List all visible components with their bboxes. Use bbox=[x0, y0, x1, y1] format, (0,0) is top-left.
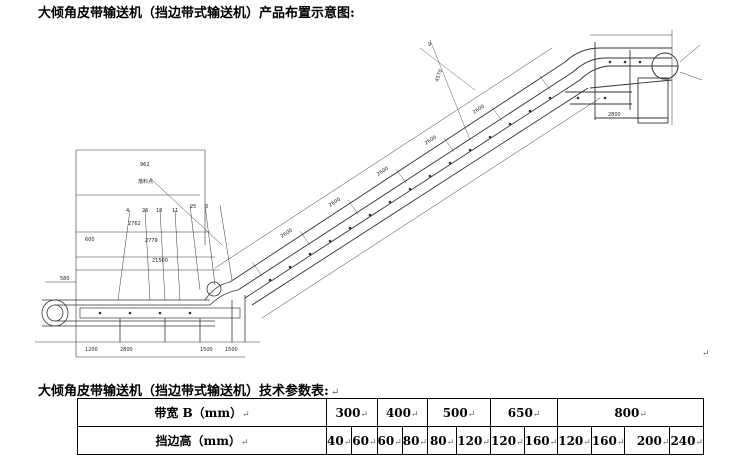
table-cell: 800↵ bbox=[557, 398, 705, 427]
svg-text:26: 26 bbox=[142, 208, 148, 214]
svg-text:1200: 1200 bbox=[85, 347, 98, 353]
table-cell: 240↵ bbox=[669, 426, 705, 455]
table-cell: 60↵ bbox=[376, 426, 403, 455]
row-label: 带宽 B（mm）↵ bbox=[77, 398, 327, 427]
lower-bend bbox=[204, 281, 239, 306]
svg-text:4570: 4570 bbox=[434, 69, 444, 83]
svg-text:↵: ↵ bbox=[702, 349, 710, 359]
svg-text:2800: 2800 bbox=[608, 112, 621, 118]
svg-text:4: 4 bbox=[126, 208, 129, 214]
diagram-title: 大倾角皮带输送机（挡边带式输送机）产品布置示意图: bbox=[38, 6, 355, 21]
table-cell: 60↵ bbox=[351, 426, 378, 455]
svg-text:600: 600 bbox=[85, 237, 95, 243]
table-cell: 160↵ bbox=[590, 426, 626, 455]
table-cell: 650↵ bbox=[489, 398, 559, 427]
svg-text:2800: 2800 bbox=[120, 347, 133, 353]
table-row-belt-width: 带宽 B（mm）↵ 300↵ 400↵ 500↵ 650↵ 800↵ bbox=[77, 398, 705, 427]
svg-text:18: 18 bbox=[156, 208, 162, 214]
svg-text:3: 3 bbox=[205, 204, 208, 210]
leader-lines bbox=[117, 177, 233, 301]
table-cell: 40↵ bbox=[325, 426, 353, 455]
table-title: 大倾角皮带输送机（挡边带式输送机）技术参数表:↵ bbox=[38, 384, 340, 399]
svg-text:2600: 2600 bbox=[424, 135, 438, 147]
table-cell: 200↵ bbox=[624, 426, 671, 455]
tail-section bbox=[41, 295, 246, 342]
table-cell: 120↵ bbox=[490, 426, 525, 455]
svg-text:962: 962 bbox=[140, 162, 150, 168]
table-cell: 400↵ bbox=[376, 398, 428, 427]
table-cell: 300↵ bbox=[326, 398, 378, 427]
svg-text:1500: 1500 bbox=[225, 347, 238, 353]
inclined-section bbox=[214, 47, 601, 319]
table-cell: 500↵ bbox=[427, 398, 491, 427]
svg-text:1500: 1500 bbox=[200, 347, 213, 353]
head-section bbox=[564, 30, 703, 125]
table-cell: 160↵ bbox=[523, 426, 559, 455]
row-label: 挡边高（mm）↵ bbox=[77, 426, 327, 455]
head-dots bbox=[576, 60, 642, 100]
svg-text:580: 580 bbox=[60, 276, 70, 282]
svg-text:2600: 2600 bbox=[280, 228, 294, 240]
table-cell: 120↵ bbox=[557, 426, 592, 455]
table-cell: 80↵ bbox=[401, 426, 429, 455]
svg-text:25: 25 bbox=[190, 204, 196, 210]
svg-text:2600: 2600 bbox=[376, 166, 390, 178]
svg-text:2600: 2600 bbox=[328, 197, 342, 209]
table-cell: 120↵ bbox=[456, 426, 491, 455]
incline-dimension-ticks bbox=[251, 39, 551, 277]
svg-text:11: 11 bbox=[172, 208, 178, 214]
svg-text:21500: 21500 bbox=[152, 258, 168, 264]
conveyor-layout-drawing: 落料点 580 600 1200 2800 1500 1500 962 2762… bbox=[35, 30, 710, 359]
idler-dots bbox=[98, 96, 552, 315]
svg-text:2600: 2600 bbox=[472, 104, 486, 116]
table-row-side-height: 挡边高（mm）↵ 40↵ 60↵ 60↵ 80↵ 80↵ 120↵ 120↵ 1… bbox=[77, 426, 705, 455]
svg-text:2762: 2762 bbox=[128, 221, 141, 227]
parameter-table: 带宽 B（mm）↵ 300↵ 400↵ 500↵ 650↵ 800↵ 挡边高（m… bbox=[77, 398, 705, 455]
table-cell: 80↵ bbox=[426, 426, 458, 455]
svg-text:9: 9 bbox=[428, 42, 431, 48]
svg-text:2779: 2779 bbox=[145, 238, 158, 244]
feed-point-label: 落料点 bbox=[138, 178, 153, 185]
